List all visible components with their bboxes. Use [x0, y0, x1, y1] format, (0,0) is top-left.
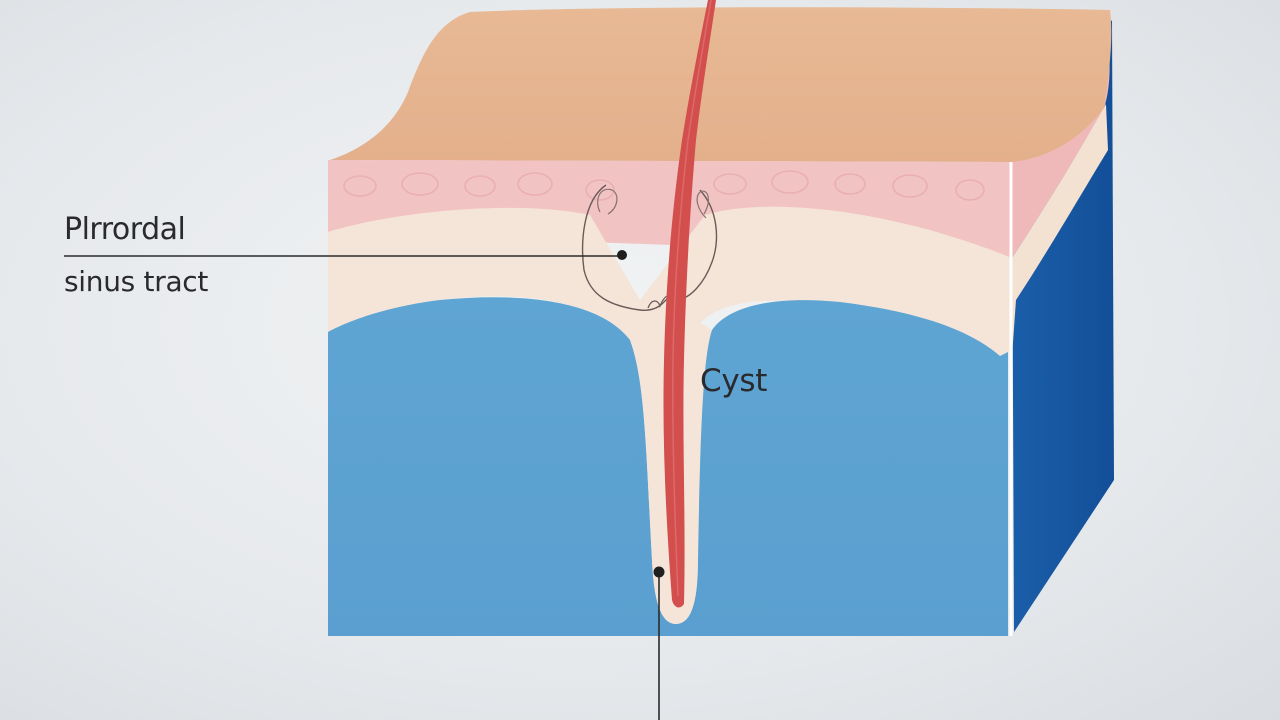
follicle-curl-right — [696, 190, 709, 219]
sinus-tract-highlight — [672, 0, 712, 597]
subcutaneous-fat-layer — [328, 297, 1008, 636]
skin-surface-top — [330, 7, 1112, 162]
bottom-leader-dot — [653, 566, 665, 578]
epidermis-cells — [343, 170, 985, 201]
cyst-label: Cyst — [700, 363, 768, 399]
sinus-pit-outline — [581, 184, 718, 311]
sinus-tract-label-line2: sinus tract — [64, 265, 209, 298]
side-dermis-edge — [1012, 104, 1108, 356]
follicle-curl-left — [597, 188, 618, 215]
tract-leader-dot — [617, 250, 627, 260]
sinus-tract — [663, 0, 716, 608]
sinus-tract-label-line1: Plrrordal — [64, 212, 186, 247]
